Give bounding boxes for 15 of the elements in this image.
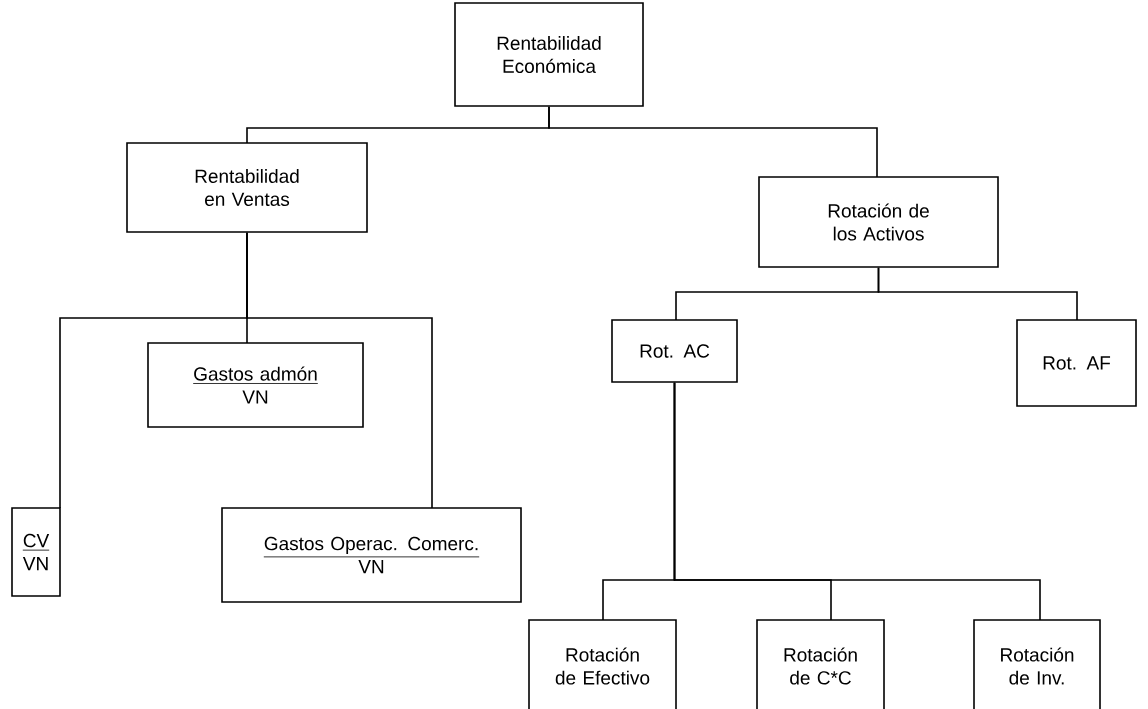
connector-line	[246, 232, 433, 509]
fraction-box: Gastos Operac. Comerc. VN	[221, 507, 522, 603]
connector-line	[877, 267, 1078, 321]
ratio-box: Rot. AF	[1016, 319, 1137, 407]
ratio-box: Rentabilidad Económica	[454, 2, 644, 107]
connector-line	[673, 382, 1041, 621]
ratio-box: Rentabilidad en Ventas	[126, 142, 368, 233]
fraction-box: CV VN	[11, 507, 61, 597]
ratio-box: Rotación de C*C	[756, 619, 885, 709]
fraction-box: Gastos admón VN	[147, 342, 364, 428]
ratio-box: Rotación de los Activos	[758, 176, 999, 268]
connector-line	[548, 106, 878, 178]
ratio-box: Rotación de Efectivo	[528, 619, 677, 709]
ratio-box: Rotación de Inv.	[973, 619, 1101, 709]
ratio-box: Rot. AC	[611, 319, 738, 383]
